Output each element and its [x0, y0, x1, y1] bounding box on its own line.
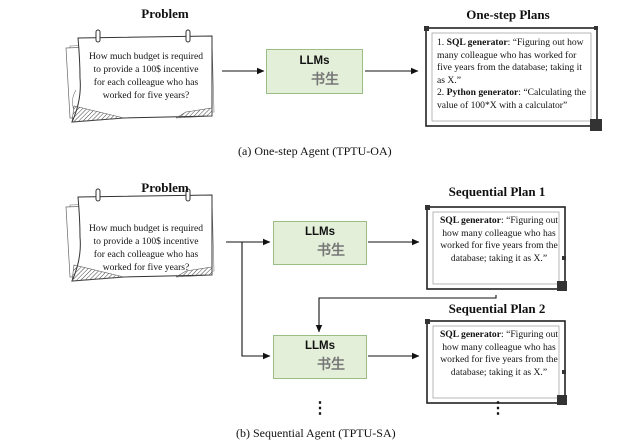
- intern-cn-label: 书生: [317, 356, 345, 372]
- llm-box-b1: LLMs 书生: [273, 221, 367, 265]
- intern-cn-label: 书生: [311, 71, 339, 87]
- llm-label: LLMs: [304, 226, 336, 238]
- arrow-problem-to-llm-b2: [241, 242, 271, 360]
- plan-list-a: 1. SQL generator: “Figuring out how many…: [437, 37, 589, 113]
- ellipsis-plan: ⋮: [490, 400, 506, 417]
- plan2-title-b: Sequential Plan 2: [448, 301, 546, 316]
- problem-text-a: How much budget is required to provide a…: [88, 51, 204, 101]
- intern-cn-label: 书生: [317, 242, 345, 258]
- ellipsis-llm: ⋮: [312, 400, 328, 417]
- plan-frame-a: [424, 26, 602, 131]
- arrow-plan1-to-llm2: [315, 295, 497, 333]
- caption-b: (b) Sequential Agent (TPTU-SA): [236, 426, 396, 440]
- plans-title-a: One-step Plans: [466, 7, 550, 22]
- pin-icon: [95, 29, 191, 43]
- tool-name: SQL generator: [446, 37, 508, 48]
- pin-icon: [95, 188, 191, 202]
- problem-note-a: [65, 29, 215, 123]
- tool-name: SQL generator: [439, 215, 501, 226]
- plan-frame-b2: [425, 319, 567, 405]
- problem-text-b: How much budget is required to provide a…: [88, 223, 204, 273]
- problem-title-a: Problem: [141, 6, 189, 21]
- llm-label: LLMs: [304, 340, 336, 352]
- caption-a: (a) One-step Agent (TPTU-OA): [238, 144, 392, 158]
- llm-box-a: LLMs 书生: [266, 49, 363, 94]
- arrows: [222, 67, 497, 360]
- plan-frame-b1: [425, 205, 567, 291]
- tool-name: Python generator: [446, 87, 519, 99]
- plan1-text-b: SQL generator: “Figuring out how many co…: [439, 215, 559, 264]
- plan2-text-b: SQL generator: “Figuring out how many co…: [439, 329, 559, 378]
- problem-note-b: [65, 188, 215, 282]
- llm-label: LLMs: [299, 55, 330, 67]
- problem-title-b: Problem: [141, 180, 189, 195]
- plan-item-2: 2. Python generator: “Calculating the va…: [437, 87, 586, 111]
- tool-name: SQL generator: [439, 329, 501, 340]
- llm-box-b2: LLMs 书生: [273, 335, 367, 379]
- plan-item-1: 1. SQL generator: “Figuring out how many…: [437, 37, 584, 86]
- plan1-title-b: Sequential Plan 1: [448, 184, 546, 199]
